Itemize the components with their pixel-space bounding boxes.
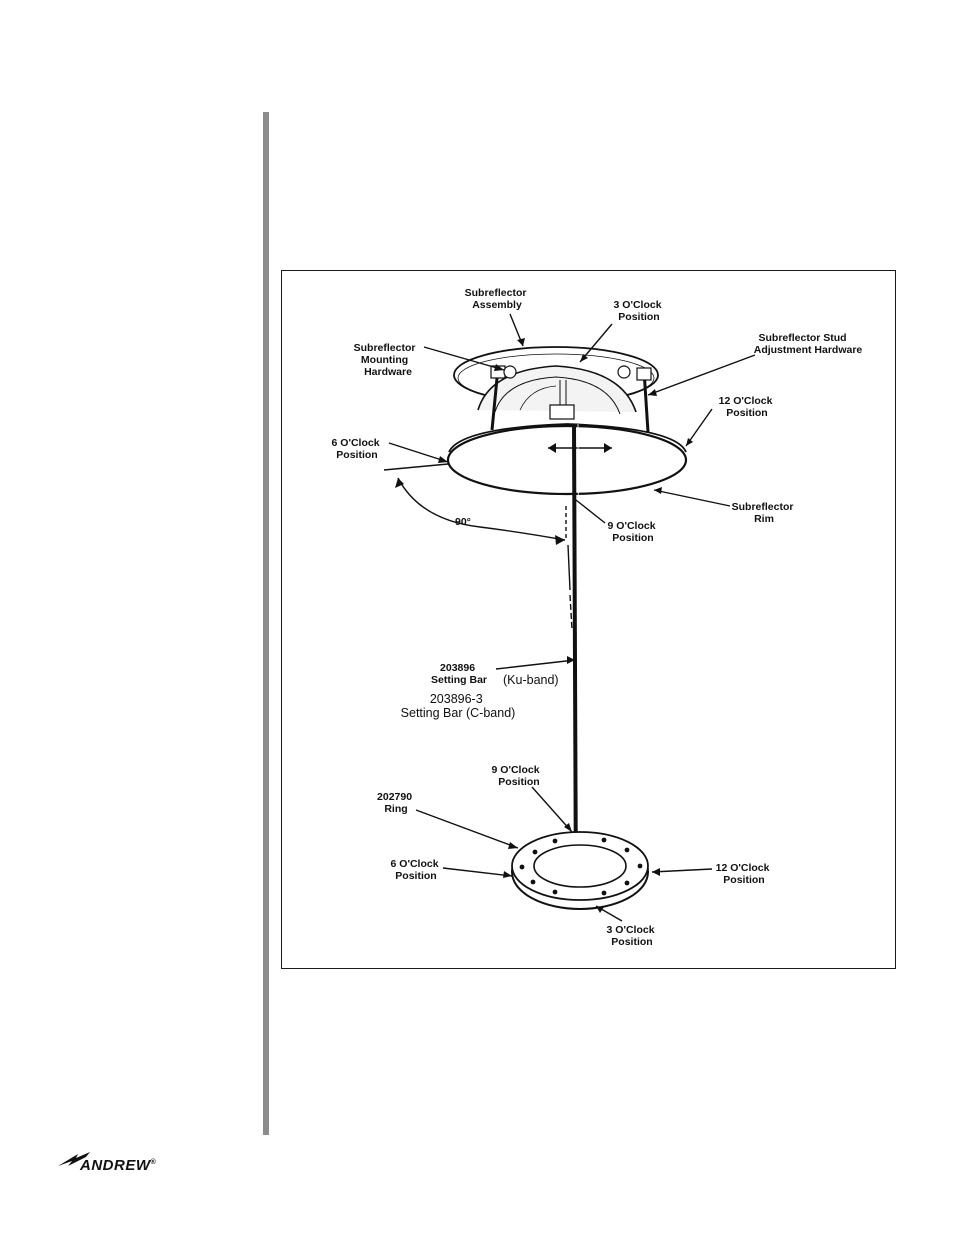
label-setting-bar-c: 203896-3 Setting Bar (C-band) [401, 692, 516, 720]
setting-bar [572, 423, 581, 907]
label-12-oclock-bottom: 12 O'Clock Position [716, 862, 773, 886]
label-9-oclock-bottom: 9 O'Clock Position [492, 764, 543, 788]
label-subreflector-stud: Subreflector Stud Adjustment Hardware [754, 332, 863, 356]
andrew-logo-text: ANDREW® [80, 1157, 157, 1174]
andrew-logo-icon [58, 1152, 90, 1166]
label-6-oclock-top: 6 O'Clock Position [332, 437, 383, 461]
label-ku-band: (Ku-band) [503, 673, 559, 687]
label-12-oclock-top: 12 O'Clock Position [719, 395, 776, 419]
figure-frame [281, 270, 896, 969]
label-9-oclock-top: 9 O'Clock Position [608, 520, 659, 544]
label-202790-ring: 202790 Ring [377, 791, 415, 815]
ring-drawing [511, 831, 649, 910]
label-6-oclock-bottom: 6 O'Clock Position [391, 858, 442, 882]
label-subreflector-assembly: Subreflector Assembly [465, 287, 530, 311]
subreflector-assembly-drawing [446, 346, 688, 496]
label-3-oclock-top: 3 O'Clock Position [614, 299, 665, 323]
label-setting-bar-ku: 203896 Setting Bar [431, 662, 487, 686]
margin-bar [263, 112, 269, 1135]
label-3-oclock-bottom: 3 O'Clock Position [607, 924, 658, 948]
label-subreflector-mounting: Subreflector Mounting Hardware [354, 342, 419, 378]
angle-indicator [383, 463, 573, 631]
label-subreflector-rim: Subreflector Rim [732, 501, 797, 525]
leader-lines [388, 313, 756, 922]
label-90-degrees: 90° [455, 516, 471, 528]
